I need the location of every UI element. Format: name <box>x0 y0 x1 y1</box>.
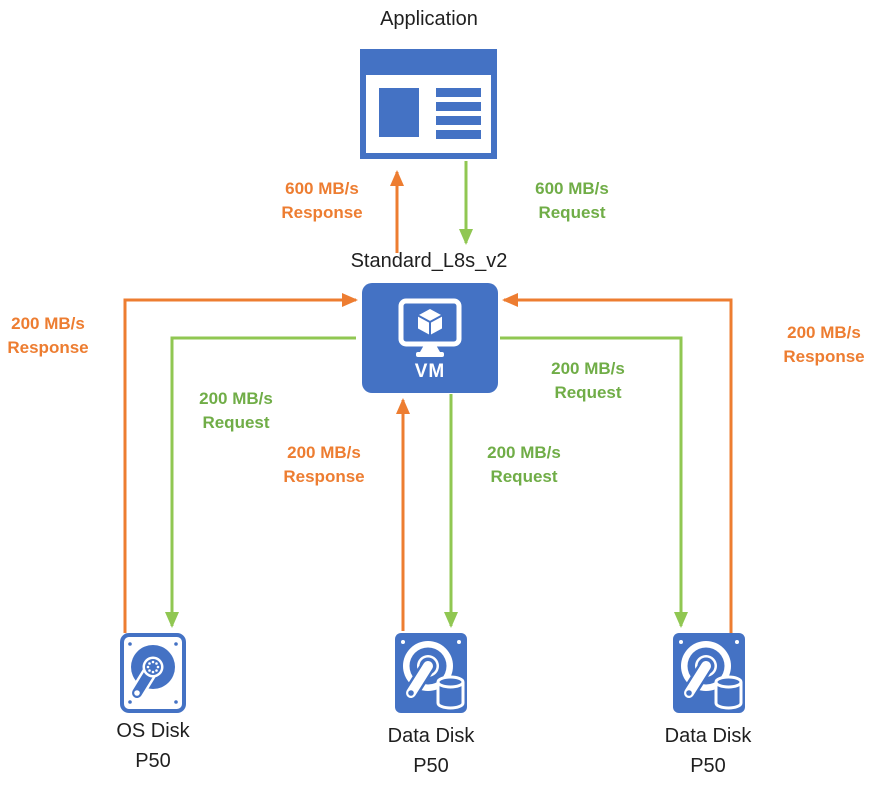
flow-kind: Response <box>281 203 363 222</box>
os-disk-name: OS Disk <box>116 720 190 742</box>
os-disk-request-label: 200 MB/s Request <box>176 387 296 435</box>
vm-title: Standard_L8s_v2 <box>350 250 508 272</box>
data-disk-2-label: Data Disk P50 <box>643 721 773 781</box>
application-title: Application <box>380 8 478 30</box>
flow-rate: 200 MB/s <box>11 314 85 333</box>
data-disk-1-response-label: 200 MB/s Response <box>264 441 384 489</box>
app-window-body <box>366 75 491 153</box>
flow-rate: 200 MB/s <box>287 443 361 462</box>
os-disk-icon <box>120 633 186 713</box>
flow-rate: 200 MB/s <box>487 443 561 462</box>
data-disk-2-request-label: 200 MB/s Request <box>528 357 648 405</box>
data-disk-2-response-label: 200 MB/s Response <box>764 321 879 369</box>
app-request-label: 600 MB/s Request <box>512 177 632 225</box>
app-window-text-lines <box>436 88 481 144</box>
flow-rate: 200 MB/s <box>787 323 861 342</box>
flow-kind: Request <box>554 383 622 402</box>
os-disk-response-label: 200 MB/s Response <box>0 312 103 360</box>
flow-kind: Request <box>490 467 558 486</box>
application-icon <box>360 49 497 159</box>
data-disk-2-name: Data Disk <box>664 725 752 747</box>
flow-rate: 200 MB/s <box>551 359 625 378</box>
flow-kind: Request <box>202 413 270 432</box>
data-disk-1-tier: P50 <box>413 755 449 777</box>
flow-rate: 600 MB/s <box>535 179 609 198</box>
os-disk-node <box>120 633 186 718</box>
data-disk-2-tier: P50 <box>690 755 726 777</box>
flow-kind: Request <box>538 203 606 222</box>
flow-kind: Response <box>783 347 865 366</box>
data-disk-icon <box>673 633 745 713</box>
data-disk-icon <box>395 633 467 713</box>
flow-kind: Response <box>7 338 89 357</box>
data-disk-1-label: Data Disk P50 <box>366 721 496 781</box>
vm-box: VM <box>362 283 498 393</box>
os-disk-label: OS Disk P50 <box>88 716 218 776</box>
data-disk-1-node <box>394 632 468 719</box>
data-disk-1-request-label: 200 MB/s Request <box>464 441 584 489</box>
data-disk-2-node <box>672 632 746 719</box>
flow-rate: 200 MB/s <box>199 389 273 408</box>
flow-rate: 600 MB/s <box>285 179 359 198</box>
app-response-label: 600 MB/s Response <box>262 177 382 225</box>
os-disk-tier: P50 <box>135 750 171 772</box>
app-window-content-block <box>379 88 419 137</box>
vm-label: VM <box>414 361 446 382</box>
data-disk-1-name: Data Disk <box>387 725 475 747</box>
flow-kind: Response <box>283 467 365 486</box>
vm-monitor-icon <box>398 298 462 357</box>
